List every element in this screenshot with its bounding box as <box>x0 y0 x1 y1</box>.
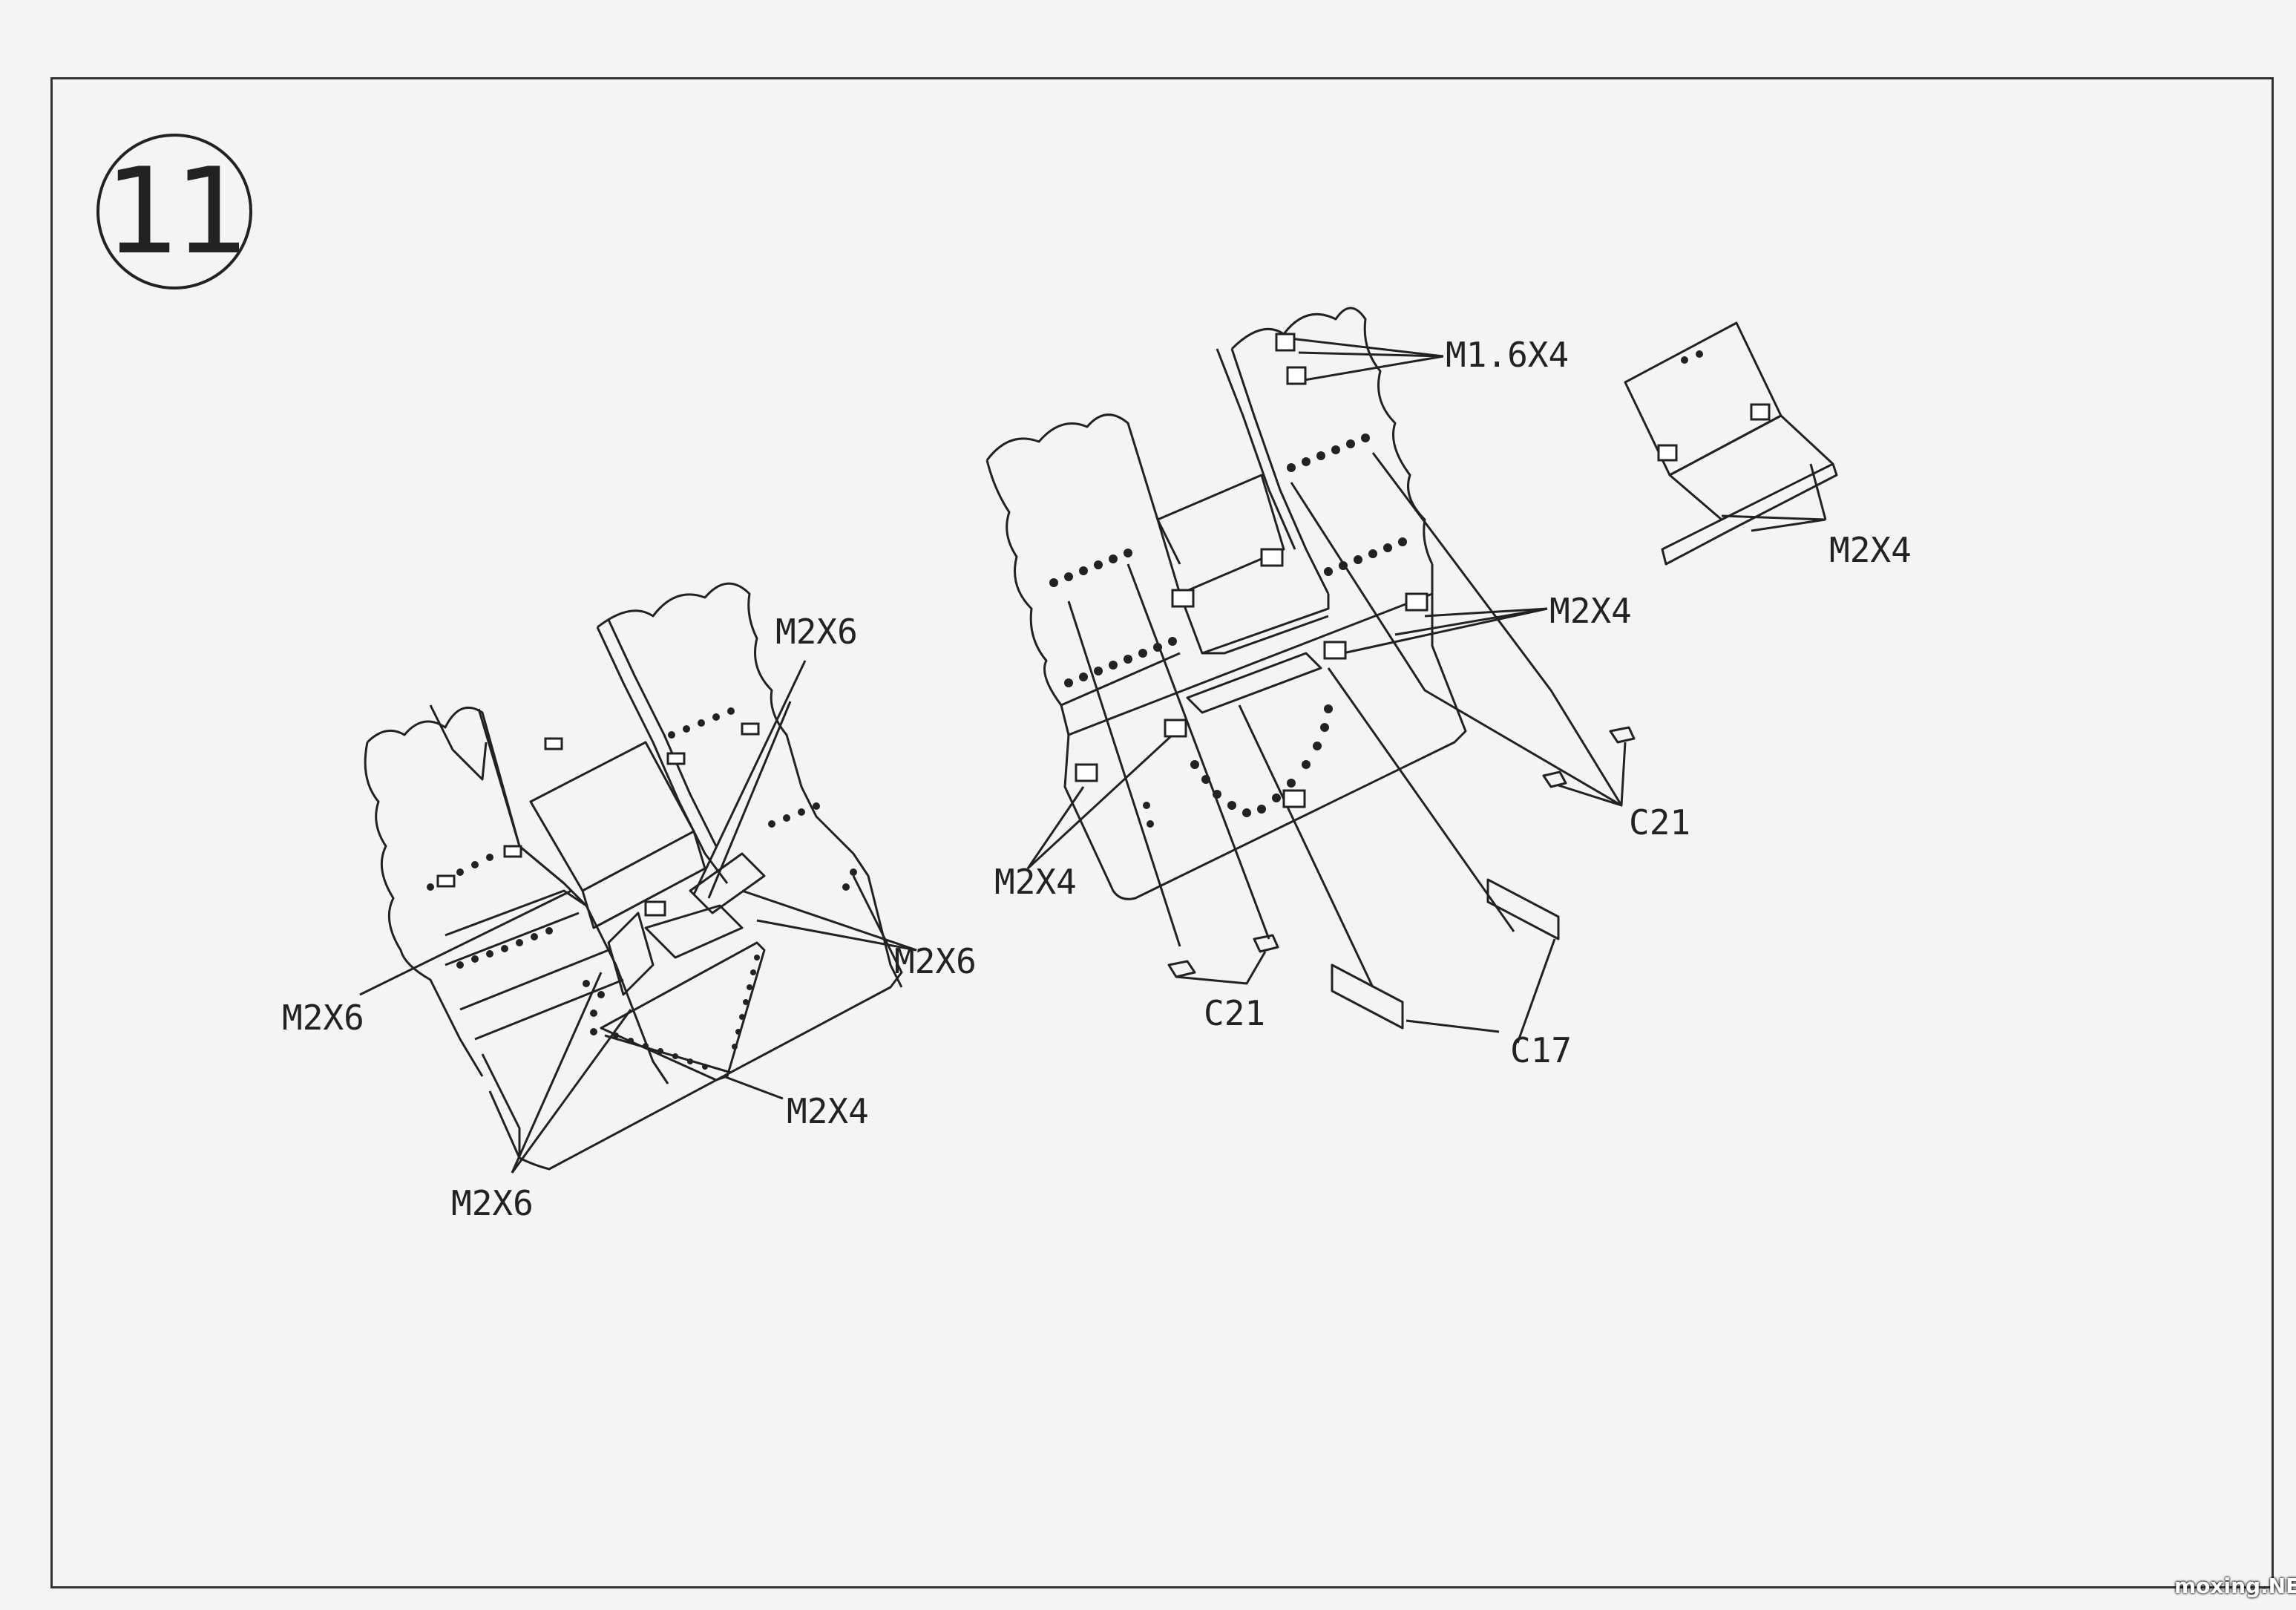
label-m2x4-small-seat: M2X4 <box>1829 530 1912 570</box>
page-border <box>50 77 2274 1588</box>
step-number: 11 <box>105 142 250 281</box>
label-m2x6-bottom: M2X6 <box>451 1183 534 1223</box>
watermark: moxing.NET <box>2174 1574 2296 1598</box>
step-number-circle <box>96 134 252 289</box>
middle-assembly <box>985 307 1636 1044</box>
label-m1-6x4: M1.6X4 <box>1446 335 1570 375</box>
small-seat <box>1624 321 1838 566</box>
label-m2x6-right: M2X6 <box>894 941 977 981</box>
hardware-brackets <box>436 333 1771 917</box>
label-m2x6-top: M2X6 <box>775 612 858 652</box>
label-m2x4-left-assembly: M2X4 <box>787 1091 869 1131</box>
label-m2x6-left: M2X6 <box>282 998 364 1038</box>
label-c21-right: C21 <box>1629 802 1691 842</box>
label-c21-left: C21 <box>1204 993 1266 1033</box>
label-m2x4-middle-right: M2X4 <box>1549 591 1632 631</box>
label-c17: C17 <box>1510 1030 1572 1070</box>
label-m2x4-middle-left: M2X4 <box>994 862 1077 902</box>
mounting-holes <box>427 350 1703 1070</box>
